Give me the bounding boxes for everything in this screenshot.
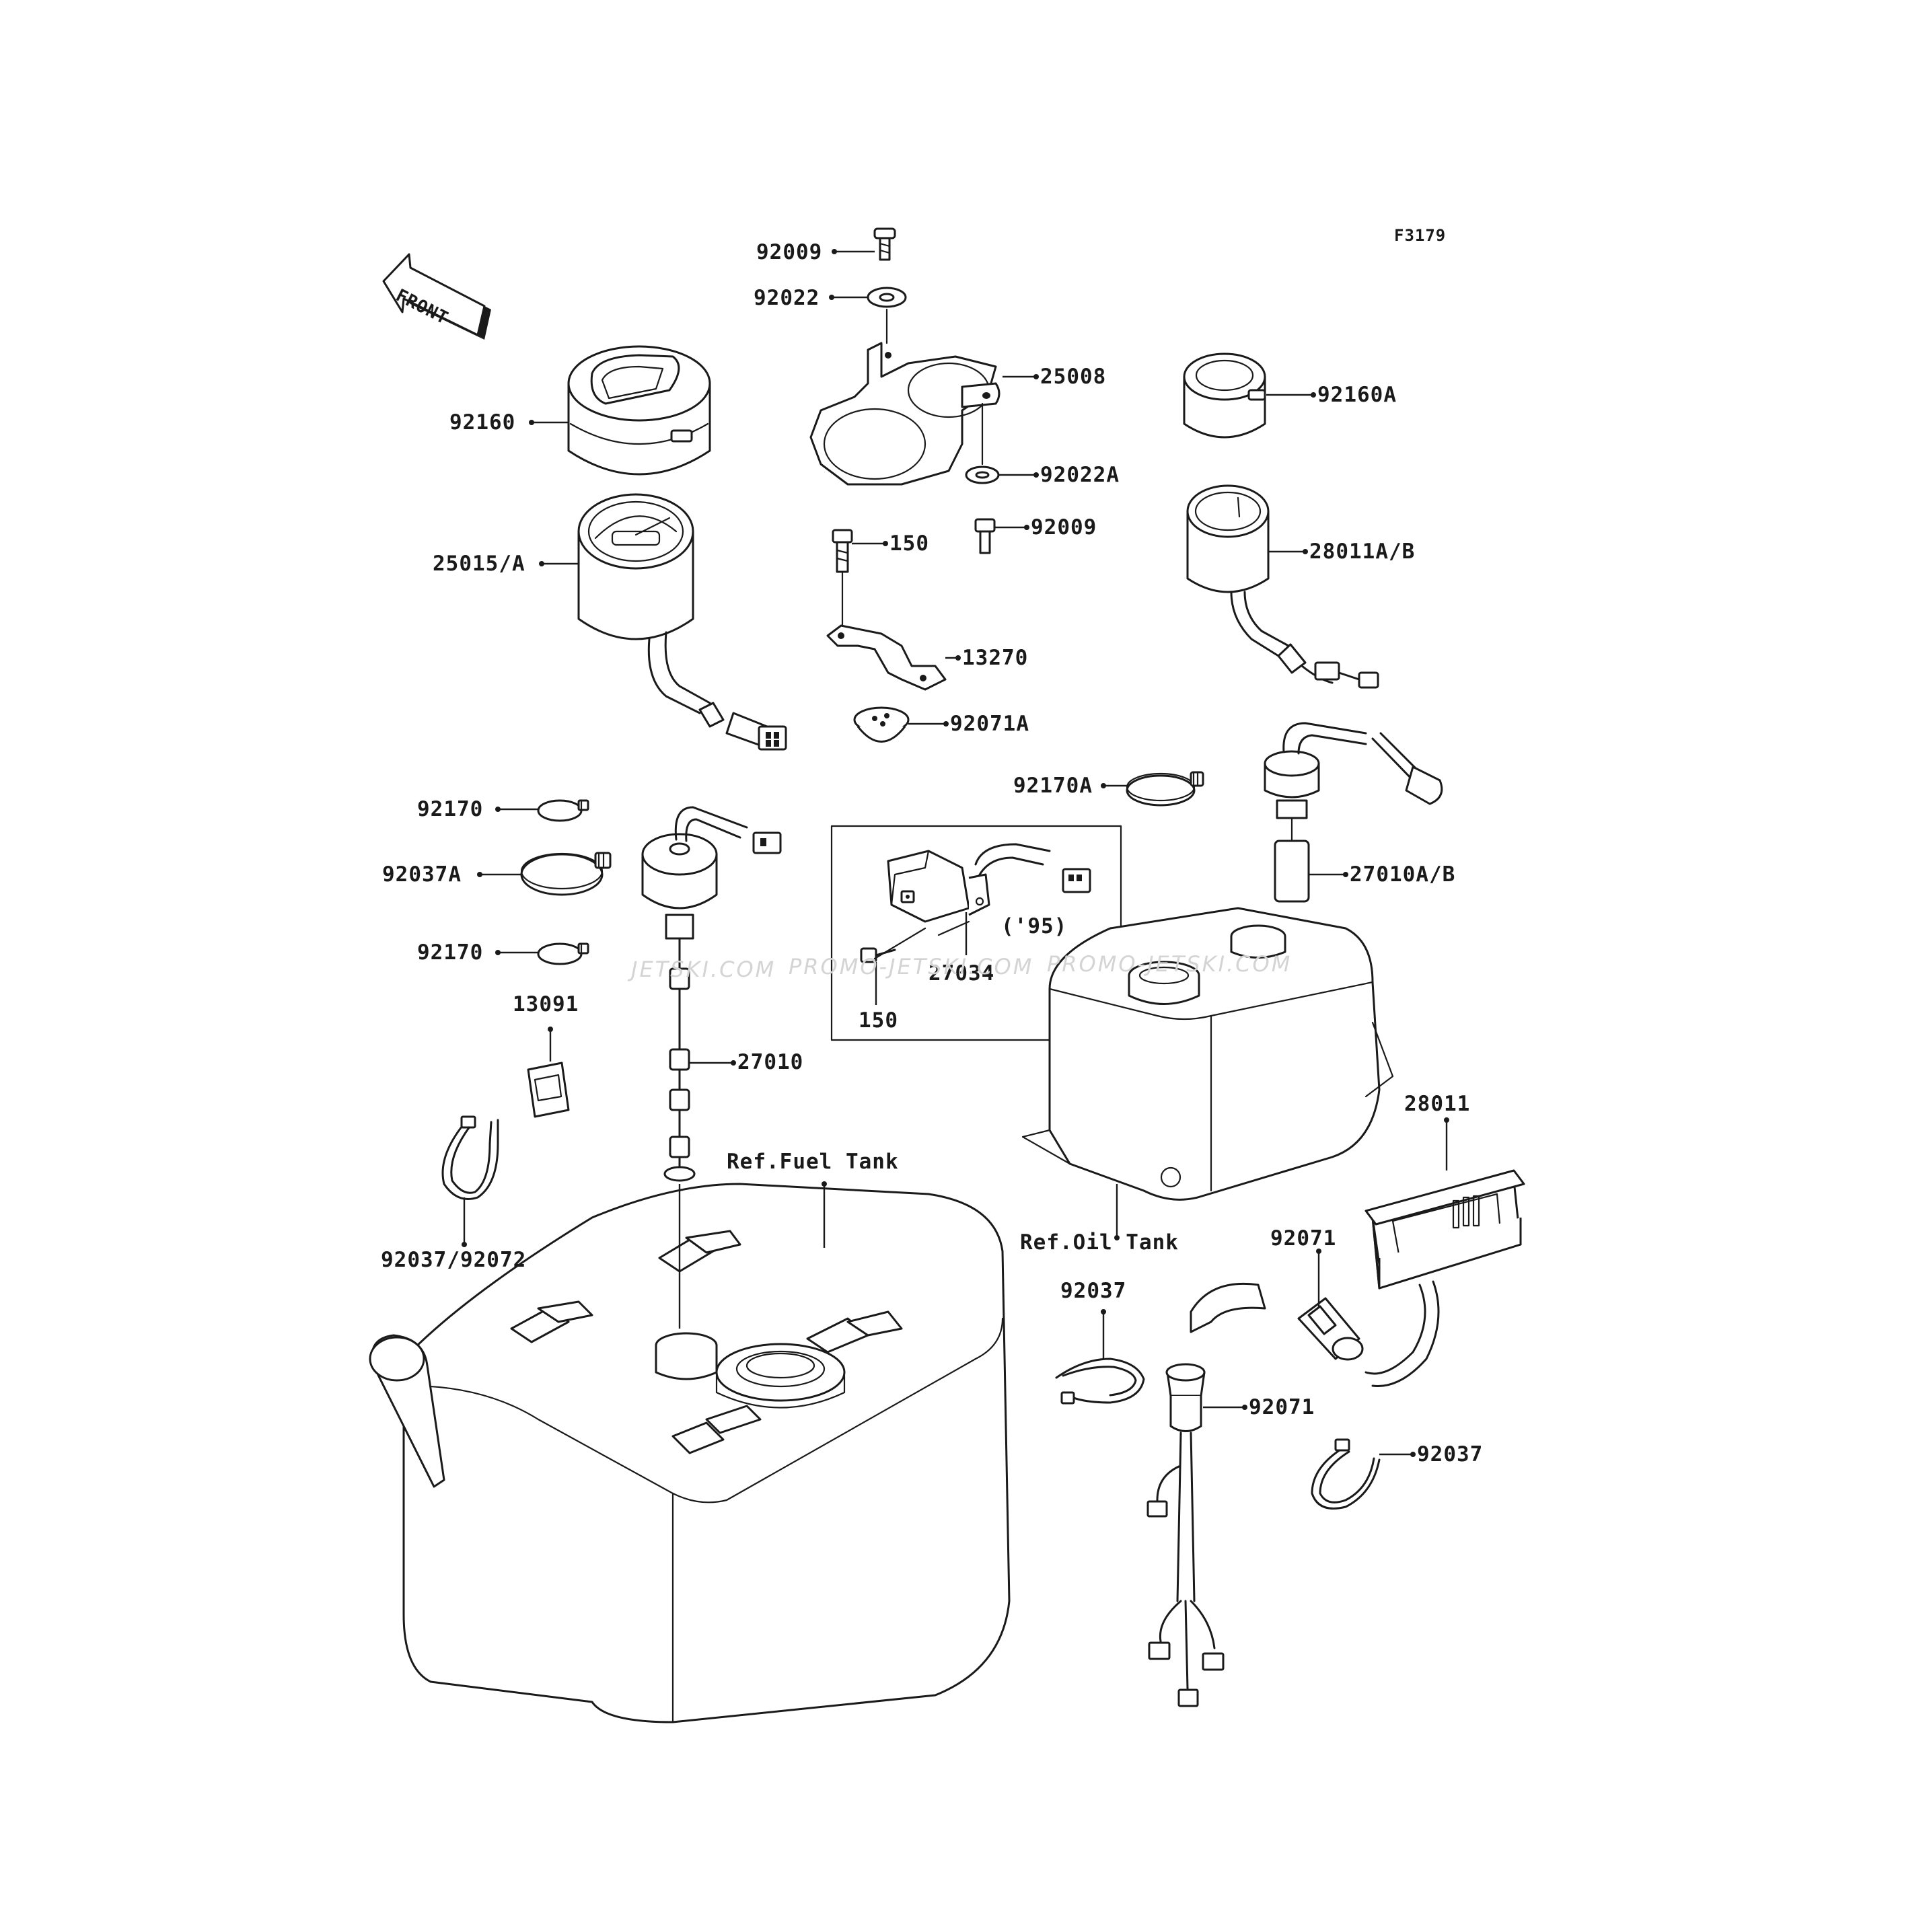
grommet-92071A — [853, 706, 910, 743]
part-label-27034: 27034 — [929, 961, 995, 986]
part-label-92170A: 92170A — [1013, 774, 1093, 798]
plate-13270 — [826, 624, 947, 691]
clamp-92170-upper — [537, 799, 589, 822]
watermark-1: JETSKI.COM — [631, 957, 776, 982]
part-label-92037A: 92037A — [382, 862, 462, 887]
sender-27010AB — [1264, 722, 1443, 903]
part-label-28011AB: 28011A/B — [1309, 540, 1416, 564]
screw-92009-mid — [974, 518, 996, 554]
meter-cover-92160 — [567, 345, 711, 476]
oil-tank — [1021, 907, 1394, 1201]
label-ref-oil-tank: Ref.Oil Tank — [1020, 1230, 1179, 1255]
part-label-92037-lower: 92037 — [1417, 1442, 1484, 1466]
watermark-3: PROMO-JETSKI.COM — [1047, 951, 1293, 977]
part-label-92022A: 92022A — [1040, 463, 1120, 487]
speedometer-25015A — [577, 493, 787, 751]
oil-meter-28011 — [1364, 1169, 1525, 1387]
meter-cover-92160A — [1183, 352, 1266, 439]
bolt-150-top — [832, 529, 853, 573]
part-label-25015A: 25015/A — [433, 552, 525, 576]
washer-92022 — [867, 287, 907, 308]
part-label-92160: 92160 — [449, 410, 516, 435]
part-label-92071-upper: 92071 — [1270, 1226, 1337, 1251]
part-label-27010AB: 27010A/B — [1350, 862, 1456, 887]
part-label-13091: 13091 — [513, 992, 579, 1016]
part-label-95: ('95) — [1001, 914, 1068, 938]
inset-box-27034 — [830, 825, 1122, 1041]
part-label-150-top: 150 — [889, 531, 929, 556]
part-label-92071A: 92071A — [950, 712, 1029, 736]
label-ref-fuel-tank: Ref.Fuel Tank — [727, 1150, 899, 1174]
screw-92009-top — [873, 227, 896, 261]
part-label-13270: 13270 — [962, 646, 1029, 670]
fitting-92071-lower — [1147, 1363, 1225, 1707]
gauge-28011AB — [1186, 484, 1379, 689]
part-label-92170-upper: 92170 — [417, 797, 484, 821]
part-label-92170-lower: 92170 — [417, 940, 484, 965]
part-label-92071-lower: 92071 — [1249, 1395, 1315, 1419]
fuel-sender-27010 — [641, 806, 782, 1182]
bracket-25008 — [809, 342, 1000, 486]
clamp-92170-lower — [537, 942, 589, 965]
clamp-92037A — [520, 852, 612, 896]
part-label-92037-92072: 92037/92072 — [381, 1248, 527, 1272]
figure-id: F3179 — [1394, 226, 1447, 245]
part-label-92037-mid: 92037 — [1060, 1279, 1127, 1303]
watermark-2: PROMO-JETSKI.COM — [789, 954, 1034, 979]
part-label-92009-mid: 92009 — [1031, 515, 1097, 540]
part-label-150-box: 150 — [859, 1008, 898, 1033]
part-label-27010: 27010 — [737, 1050, 804, 1074]
cable-tie-92037-92072 — [441, 1115, 499, 1200]
fitting-92071-upper — [1190, 1282, 1364, 1361]
cable-tie-92037-mid — [1055, 1358, 1145, 1405]
front-arrow-icon — [382, 253, 491, 340]
clamp-92170A — [1126, 771, 1204, 807]
clip-13091 — [527, 1062, 570, 1118]
part-label-92160A: 92160A — [1317, 383, 1397, 407]
part-label-92009-top: 92009 — [756, 240, 823, 264]
washer-92022A — [965, 466, 1000, 484]
part-label-28011: 28011 — [1404, 1092, 1471, 1116]
fuel-tank — [369, 1183, 1011, 1723]
part-label-92022: 92022 — [754, 286, 820, 310]
cable-tie-92037-lower — [1311, 1438, 1381, 1510]
part-label-25008: 25008 — [1040, 365, 1107, 389]
